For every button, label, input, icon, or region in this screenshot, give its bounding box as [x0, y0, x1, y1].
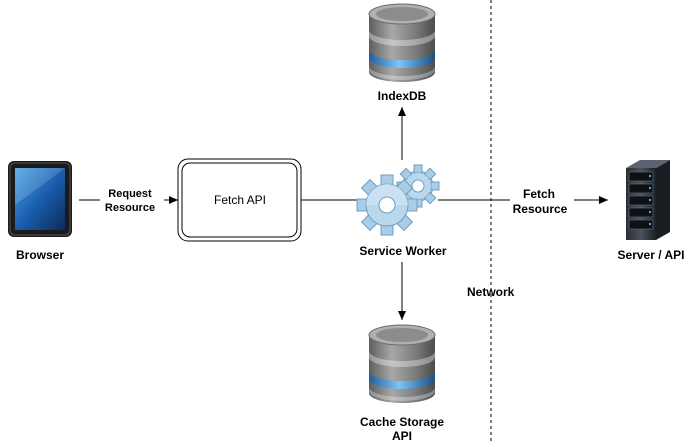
server-node: Server / API [618, 160, 685, 262]
service-worker-node: Service Worker [356, 164, 447, 258]
cache-storage-node: Cache Storage API [360, 324, 444, 443]
indexdb-label: IndexDB [378, 89, 427, 103]
browser-label: Browser [16, 248, 64, 262]
indexdb-node: IndexDB [368, 3, 436, 103]
database-icon [368, 324, 436, 403]
server-rack-icon [626, 160, 670, 240]
service-worker-label: Service Worker [359, 244, 446, 258]
edge-label-fetch: Fetch [523, 187, 555, 201]
gears-icon [356, 164, 440, 236]
edge-label-fetch-resource: Resource [513, 202, 568, 216]
database-icon [368, 3, 436, 82]
browser-node: Browser [8, 161, 72, 262]
tablet-icon [8, 161, 72, 237]
edge-label-request: Request [108, 188, 152, 200]
cache-storage-label: Cache Storage [360, 415, 444, 429]
edge-label-resource: Resource [105, 202, 155, 214]
cache-storage-label-api: API [392, 429, 412, 442]
server-label: Server / API [618, 248, 685, 262]
fetch-api-label: Fetch API [214, 193, 266, 207]
network-label: Network [467, 285, 515, 299]
fetch-api-node: Fetch API [177, 158, 302, 242]
